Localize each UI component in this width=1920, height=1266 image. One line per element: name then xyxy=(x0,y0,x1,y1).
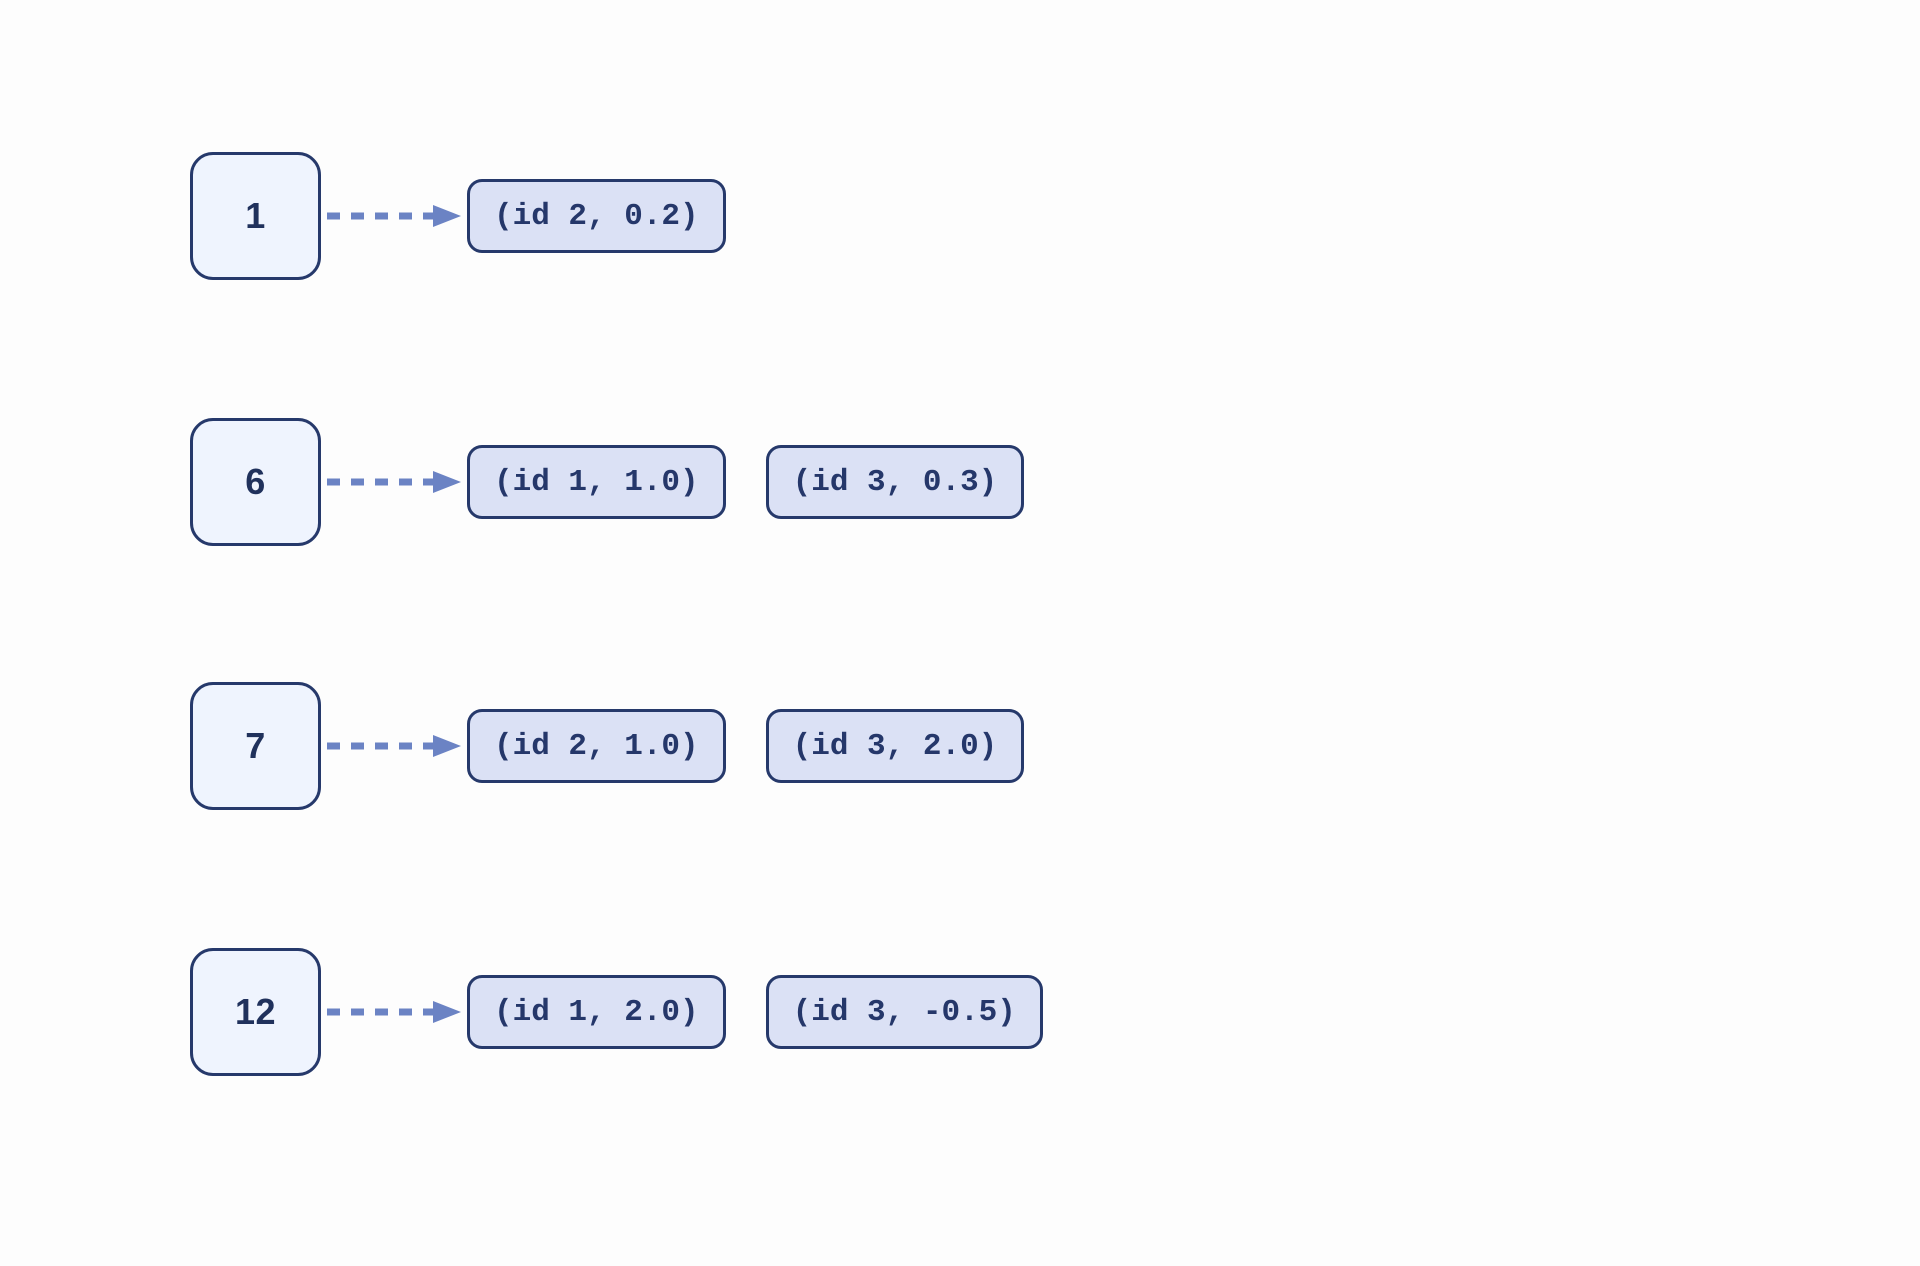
edge-badge[interactable]: (id 2, 0.2) xyxy=(467,179,726,253)
badge-group: (id 1, 1.0) (id 3, 0.3) xyxy=(467,445,1064,519)
edge-badge-label: (id 1, 2.0) xyxy=(494,994,699,1030)
node-label: 1 xyxy=(245,195,266,236)
adjacency-row: 1 (id 2, 0.2) xyxy=(0,152,766,280)
node-label: 7 xyxy=(245,725,266,766)
edge-badge-label: (id 1, 1.0) xyxy=(494,464,699,500)
node-label: 6 xyxy=(245,461,266,502)
badge-group: (id 2, 1.0) (id 3, 2.0) xyxy=(467,709,1064,783)
badge-group: (id 1, 2.0) (id 3, -0.5) xyxy=(467,975,1083,1049)
node-label: 12 xyxy=(234,991,277,1032)
dashed-arrow-right-icon xyxy=(327,471,461,493)
edge-badge[interactable]: (id 1, 2.0) xyxy=(467,975,726,1049)
badge-group: (id 2, 0.2) xyxy=(467,179,766,253)
edge-badge-label: (id 3, 2.0) xyxy=(792,728,998,764)
dashed-arrow-right-icon xyxy=(327,735,461,757)
edge-badge[interactable]: (id 3, 2.0) xyxy=(765,709,1025,783)
node-box[interactable]: 6 xyxy=(190,418,321,546)
node-box[interactable]: 12 xyxy=(190,948,321,1076)
edge-badge[interactable]: (id 3, -0.5) xyxy=(765,975,1043,1049)
edge-badge-label: (id 2, 0.2) xyxy=(494,198,699,234)
edge-badge-label: (id 2, 1.0) xyxy=(494,728,699,764)
dashed-arrow-right-icon xyxy=(327,1001,461,1023)
edge-badge[interactable]: (id 2, 1.0) xyxy=(467,709,726,783)
node-box[interactable]: 1 xyxy=(190,152,321,280)
edge-badge[interactable]: (id 3, 0.3) xyxy=(765,445,1025,519)
edge-badge-label: (id 3, 0.3) xyxy=(792,464,998,500)
dashed-arrow-right-icon xyxy=(327,205,461,227)
edge-badge-label: (id 3, -0.5) xyxy=(792,994,1016,1030)
adjacency-row: 7 (id 2, 1.0) (id 3, 2.0) xyxy=(0,682,1064,810)
node-box[interactable]: 7 xyxy=(190,682,321,810)
adjacency-row: 6 (id 1, 1.0) (id 3, 0.3) xyxy=(0,418,1064,546)
edge-badge[interactable]: (id 1, 1.0) xyxy=(467,445,726,519)
adjacency-row: 12 (id 1, 2.0) (id 3, -0.5) xyxy=(0,948,1083,1076)
